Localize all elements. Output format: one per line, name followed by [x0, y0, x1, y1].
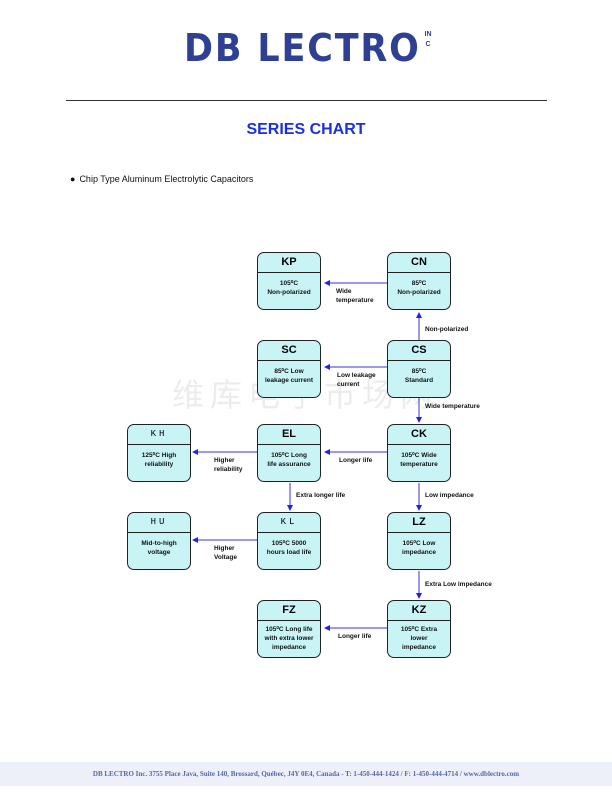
series-desc: 105⁰C Wide: [401, 452, 437, 459]
bullet-text: Chip Type Aluminum Electrolytic Capacito…: [79, 174, 254, 184]
bullet-dot-icon: ●: [70, 174, 76, 184]
series-desc: reliability: [144, 461, 174, 468]
series-box-el: EL 105⁰C Long life assurance: [257, 424, 321, 482]
series-desc: voltage: [147, 549, 171, 556]
series-desc: Non-polarized: [397, 289, 441, 296]
edge-label-ck-lz: Low impedance: [425, 492, 474, 499]
series-code: KZ: [388, 601, 450, 621]
series-code: CN: [388, 253, 450, 273]
series-box-hu: HU Mid-to-high voltage: [127, 512, 191, 570]
series-desc: 85⁰C Low: [274, 368, 304, 375]
series-code: CK: [388, 425, 450, 445]
series-box-ck: CK 105⁰C Wide temperature: [387, 424, 451, 482]
edge-label-cs-ck: Wide temperature: [425, 403, 480, 410]
series-code: KP: [258, 253, 320, 273]
series-desc: 85⁰C: [411, 280, 427, 287]
series-desc: 105⁰C Low: [402, 540, 436, 547]
series-box-kz: KZ 105⁰C Extra lower impedance: [387, 600, 451, 658]
series-code: CS: [388, 341, 450, 361]
series-box-lz: LZ 105⁰C Low impedance: [387, 512, 451, 570]
logo-text: DB LECTRO: [184, 26, 421, 70]
series-desc: with extra lower: [264, 635, 314, 642]
series-code: SC: [258, 341, 320, 361]
edge-label-cs-cn: Non-polarized: [425, 326, 469, 333]
series-box-kl: KL 105⁰C 5000 hours load life: [257, 512, 321, 570]
series-desc: life assurance: [267, 461, 311, 468]
series-desc: Non-polarized: [267, 289, 311, 296]
series-desc: Mid-to-high: [141, 540, 177, 547]
series-box-kh: KH 125⁰C High reliability: [127, 424, 191, 482]
series-desc: Standard: [404, 377, 434, 384]
series-desc: 105⁰C: [279, 280, 299, 287]
series-desc: leakage current: [264, 377, 314, 384]
series-box-sc: SC 85⁰C Low leakage current: [257, 340, 321, 398]
logo-inc: INC: [424, 31, 432, 48]
edge-label-ck-el: Longer life: [339, 457, 373, 464]
series-desc: 105⁰C Long life: [265, 626, 313, 633]
series-desc: impedance: [402, 644, 436, 651]
series-desc: 105⁰C 5000: [271, 540, 307, 547]
edge-label-el-kl: Extra longer life: [296, 492, 346, 499]
series-desc: 125⁰C High: [141, 452, 177, 459]
series-desc: temperature: [400, 461, 438, 468]
series-desc: impedance: [272, 644, 306, 651]
footer-address: DB LECTRO Inc. 3755 Place Java, Suite 14…: [92, 770, 520, 778]
series-code: KL: [258, 513, 320, 533]
series-desc: 105⁰C Extra: [400, 626, 438, 633]
series-code: LZ: [388, 513, 450, 533]
series-desc: hours load life: [266, 549, 312, 556]
series-code: KH: [128, 425, 190, 445]
section-bullet: ●Chip Type Aluminum Electrolytic Capacit…: [70, 174, 253, 184]
series-desc: lower: [410, 635, 428, 642]
series-desc: impedance: [402, 549, 436, 556]
series-code: EL: [258, 425, 320, 445]
company-logo: DB LECTRO INC: [180, 26, 440, 72]
series-box-kp: KP 105⁰C Non-polarized: [257, 252, 321, 310]
footer-bar: DB LECTRO Inc. 3755 Place Java, Suite 14…: [0, 762, 612, 786]
series-box-cn: CN 85⁰C Non-polarized: [387, 252, 451, 310]
series-desc: 105⁰C Long: [271, 452, 307, 459]
edge-label-lz-kz: Extra Low impedance: [425, 581, 492, 588]
series-box-cs: CS 85⁰C Standard: [387, 340, 451, 398]
series-code: FZ: [258, 601, 320, 621]
series-desc: 85⁰C: [411, 368, 427, 375]
header-divider: [66, 100, 547, 101]
edge-label-kz-fz: Longer life: [338, 633, 372, 640]
series-code: HU: [128, 513, 190, 533]
page-title: SERIES CHART: [246, 121, 366, 138]
series-box-fz: FZ 105⁰C Long life with extra lower impedan…: [257, 600, 321, 658]
